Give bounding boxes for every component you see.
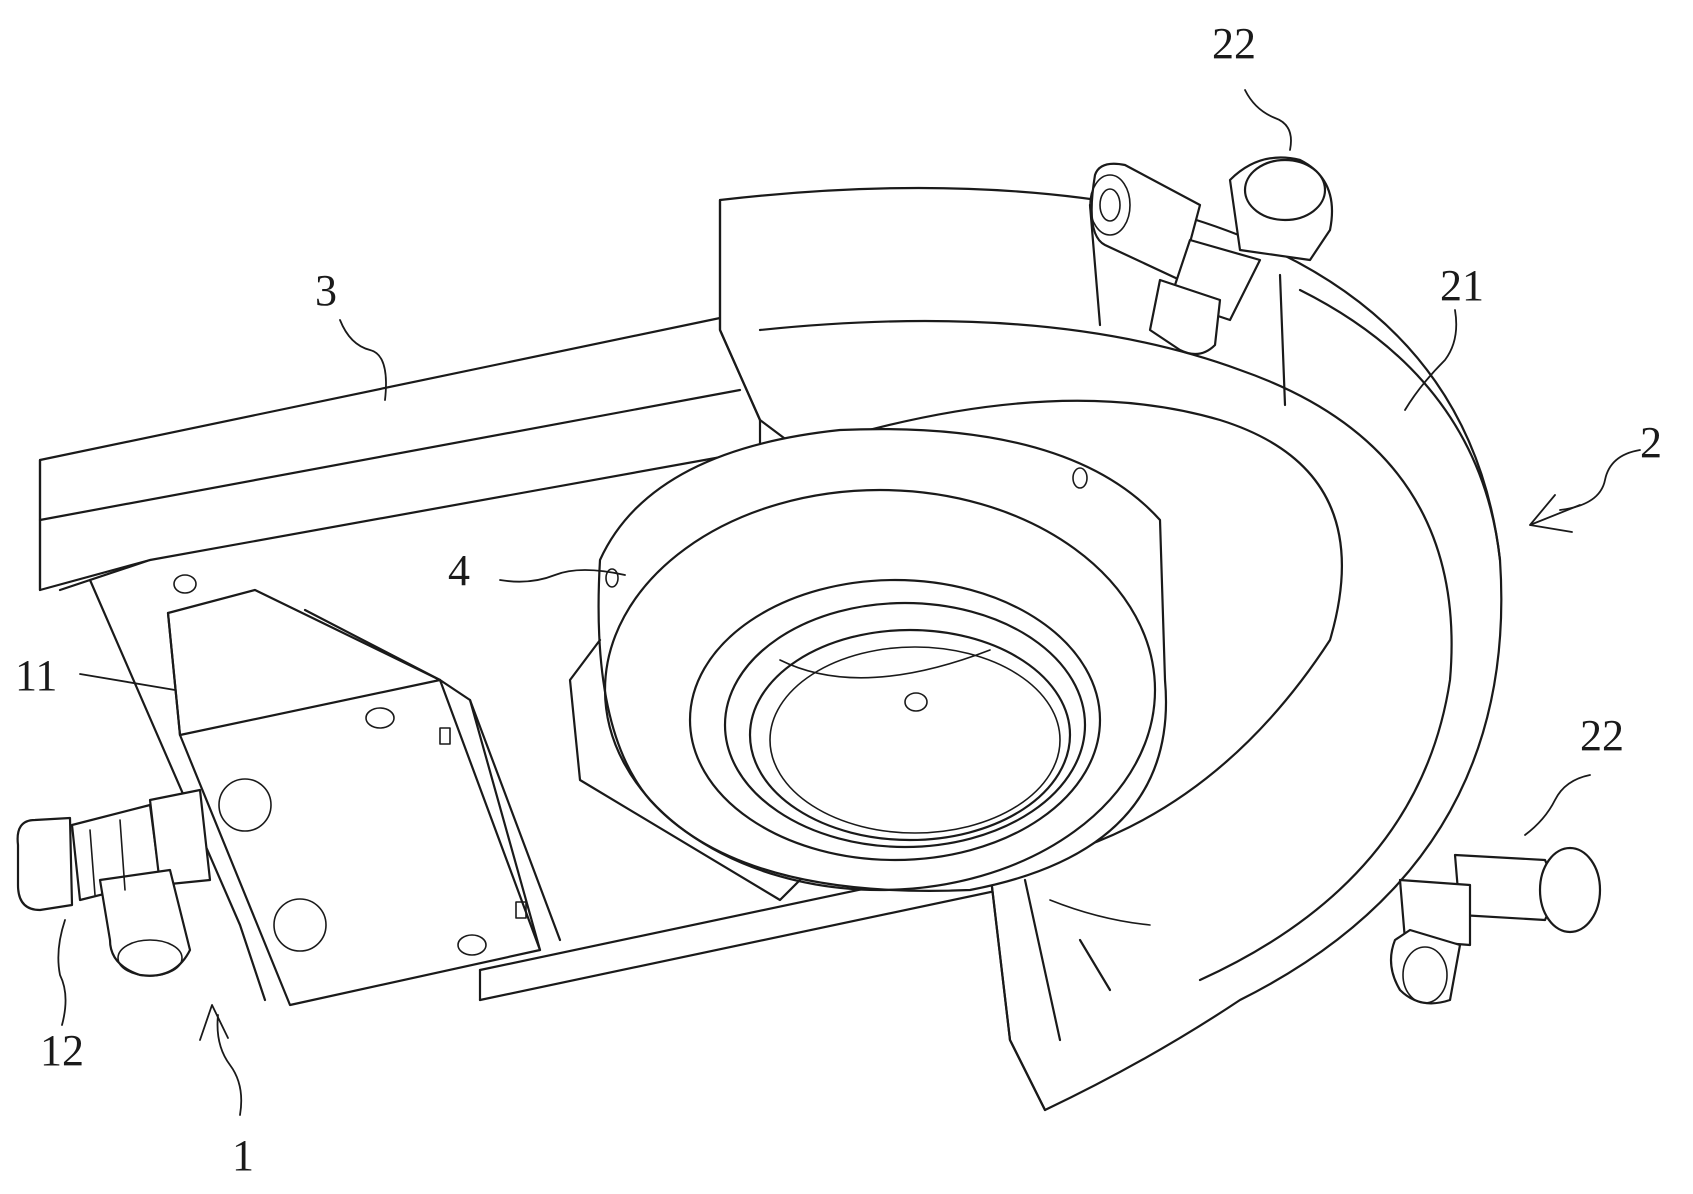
label-12: 12 xyxy=(40,1026,84,1075)
curved-housing-part-21 xyxy=(718,186,1503,1112)
fitting-right-part-22 xyxy=(1389,846,1602,1005)
fitting-part-12 xyxy=(16,788,212,977)
arrow-2 xyxy=(1529,494,1581,533)
label-11: 11 xyxy=(15,651,57,700)
leader-21 xyxy=(1404,309,1458,411)
label-2: 2 xyxy=(1640,418,1662,467)
leader-22-right xyxy=(1524,774,1591,836)
reference-labels: 22 3 21 2 4 11 22 12 1 xyxy=(15,19,1662,1180)
leader-lines xyxy=(57,89,1641,1116)
bracket-part-11 xyxy=(166,588,562,1007)
fitting-top-part-22 xyxy=(1089,156,1334,356)
leader-4 xyxy=(499,569,626,583)
label-1: 1 xyxy=(232,1131,254,1180)
label-21: 21 xyxy=(1440,261,1484,310)
label-22-right: 22 xyxy=(1580,711,1624,760)
leader-2 xyxy=(1559,449,1641,511)
label-22-top: 22 xyxy=(1212,19,1256,68)
leader-1 xyxy=(216,1014,243,1116)
label-3: 3 xyxy=(315,266,337,315)
ring-part-4 xyxy=(568,428,1168,902)
arrow-1 xyxy=(199,1004,229,1041)
leader-12 xyxy=(57,919,67,1026)
label-4: 4 xyxy=(448,546,470,595)
leader-22-top xyxy=(1244,89,1292,151)
leader-11 xyxy=(79,673,176,691)
leader-3 xyxy=(339,319,387,401)
